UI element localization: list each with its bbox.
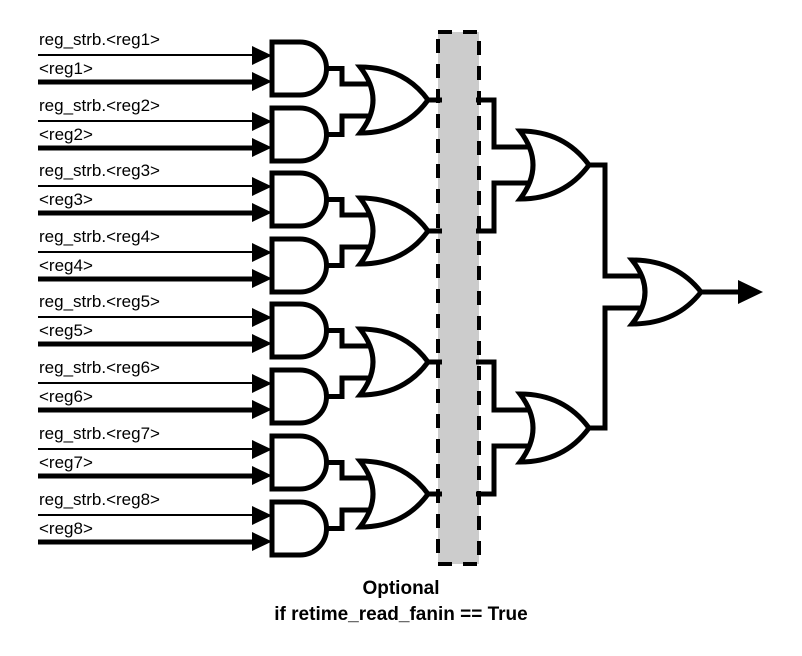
input-data-label-5: <reg5> (39, 321, 93, 340)
and-gate-1 (269, 39, 329, 98)
input-data-label-4: <reg4> (39, 256, 93, 275)
input-strobe-label-7: reg_strb.<reg7> (39, 424, 160, 443)
and-gate-2 (269, 105, 329, 164)
input-data-label-6: <reg6> (39, 387, 93, 406)
and-gate-6 (269, 367, 329, 426)
optional-caption-line1: Optional (362, 578, 440, 599)
input-strobe-label-3: reg_strb.<reg3> (39, 161, 160, 180)
or-gate-l2-1 (514, 128, 593, 202)
and-gate-4 (269, 236, 329, 295)
input-data-label-7: <reg7> (39, 453, 93, 472)
input-strobe-label-2: reg_strb.<reg2> (39, 96, 160, 115)
and-gate-8 (269, 499, 329, 558)
optional-caption-line2: if retime_read_fanin == True (274, 604, 528, 625)
input-strobe-label-5: reg_strb.<reg5> (39, 292, 160, 311)
or-gate-final (626, 257, 705, 327)
and-gate-5 (269, 301, 329, 360)
or-gate-l1-2 (354, 195, 432, 267)
input-data-label-3: <reg3> (39, 190, 93, 209)
input-strobe-label-6: reg_strb.<reg6> (39, 358, 160, 377)
and-gate-7 (269, 433, 329, 492)
input-data-label-1: <reg1> (39, 59, 93, 78)
and-gate-3 (269, 170, 329, 229)
input-data-label-2: <reg2> (39, 125, 93, 144)
input-strobe-label-4: reg_strb.<reg4> (39, 227, 160, 246)
or-gate-l1-1 (354, 64, 432, 136)
or-gate-l2-2 (514, 391, 593, 465)
or-gate-l1-4 (354, 458, 432, 530)
input-data-label-8: <reg8> (39, 519, 93, 538)
output-arrow (701, 280, 763, 304)
input-strobe-label-1: reg_strb.<reg1> (39, 30, 160, 49)
or-gate-l1-3 (354, 326, 432, 398)
input-strobe-label-8: reg_strb.<reg8> (39, 490, 160, 509)
optional-retime-region (436, 30, 481, 566)
